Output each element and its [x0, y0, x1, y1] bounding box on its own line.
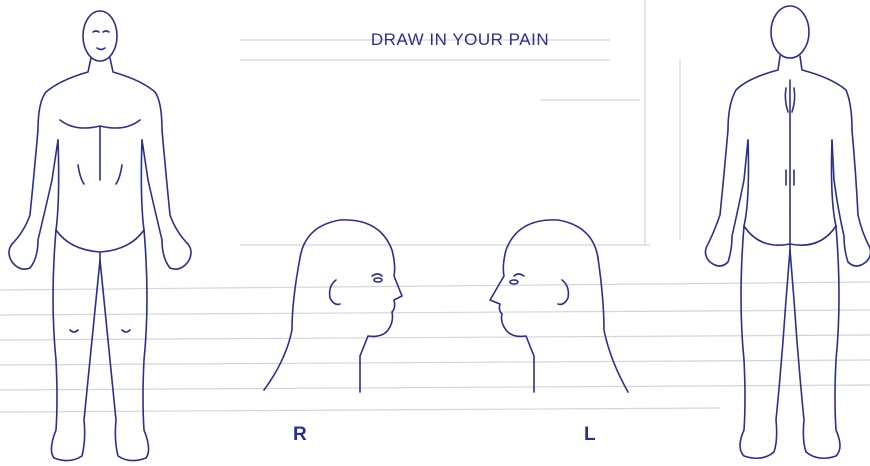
right-side-label: R [293, 424, 307, 446]
left-side-label: L [584, 424, 596, 446]
